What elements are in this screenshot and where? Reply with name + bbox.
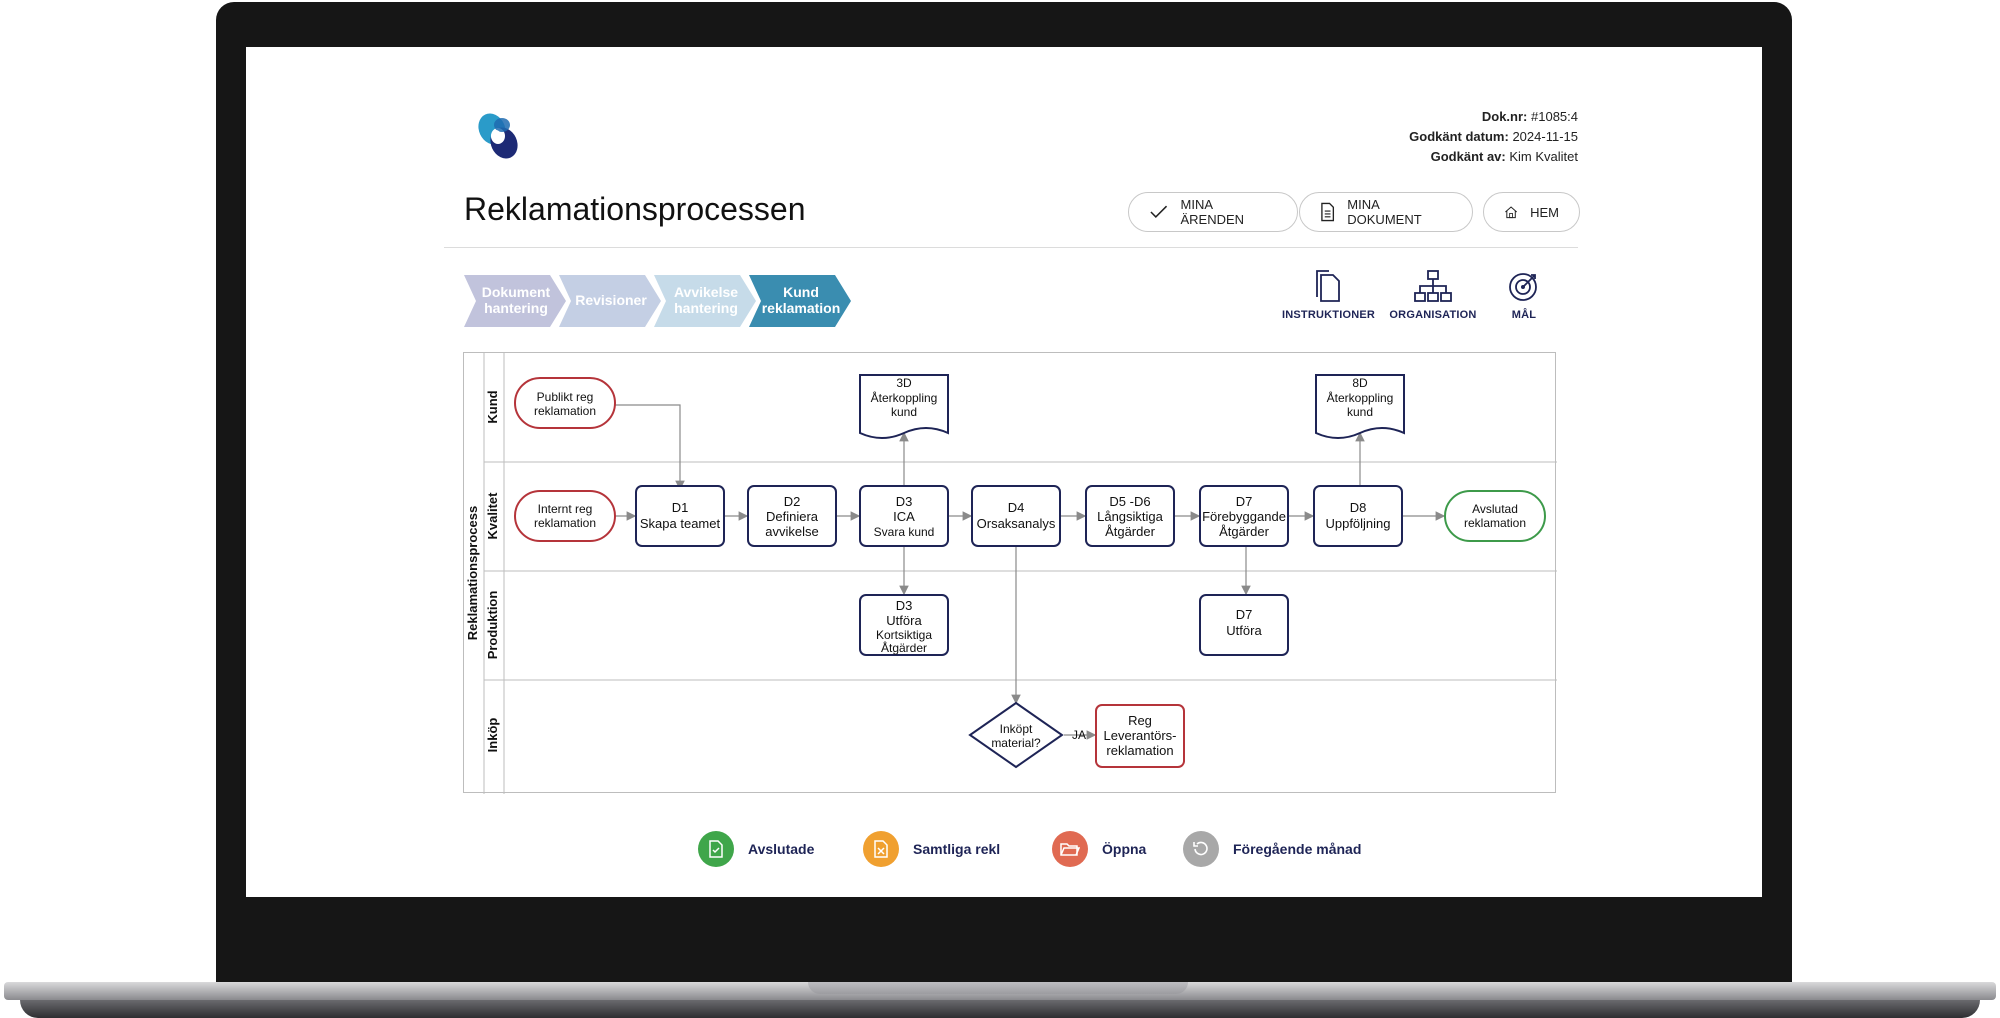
my-cases-label: MINA ÄRENDEN bbox=[1180, 197, 1245, 227]
purchased-material-decision[interactable] bbox=[968, 701, 1064, 769]
legend-all[interactable]: Samtliga rekl bbox=[863, 831, 1000, 867]
step-d1[interactable] bbox=[635, 485, 725, 547]
process-diagram: Reklamationsprocess Kund Kvalitet Produk… bbox=[463, 352, 1557, 794]
doc-number: #1085:4 bbox=[1531, 109, 1578, 124]
process-diagram-canvas: Reklamationsprocess Kund Kvalitet Produk… bbox=[465, 353, 1557, 794]
approved-by-label: Godkänt av: bbox=[1430, 149, 1506, 164]
document-icon bbox=[1321, 202, 1335, 222]
breadcrumb-label-line1: Kund bbox=[783, 284, 819, 300]
step-d4[interactable] bbox=[971, 485, 1061, 547]
approved-by: Kim Kvalitet bbox=[1509, 149, 1578, 164]
internal-registration-event[interactable] bbox=[514, 490, 616, 542]
legend-open[interactable]: Öppna bbox=[1052, 831, 1146, 867]
breadcrumb-label-line1: Dokument bbox=[481, 284, 551, 300]
goals-label: MÅL bbox=[1511, 309, 1537, 321]
check-icon bbox=[1150, 205, 1168, 218]
my-documents-button[interactable]: MINA DOKUMENT bbox=[1299, 192, 1473, 232]
public-registration-event[interactable] bbox=[514, 377, 616, 429]
lane-label-inkop: Inköp bbox=[485, 718, 500, 753]
breadcrumb-label-line2: reklamation bbox=[761, 300, 841, 316]
my-documents-label: MINA DOKUMENT bbox=[1347, 197, 1422, 227]
pool-label: Reklamationsprocess bbox=[465, 506, 480, 640]
step-d5-d6[interactable] bbox=[1085, 485, 1175, 547]
target-icon bbox=[1509, 273, 1537, 301]
copy-documents-icon bbox=[1316, 270, 1340, 302]
legend-all-label: Samtliga rekl bbox=[913, 841, 1001, 857]
excel-document-icon bbox=[863, 831, 899, 867]
history-icon bbox=[1183, 831, 1219, 867]
my-cases-button[interactable]: MINA ÄRENDEN bbox=[1128, 192, 1298, 232]
organisation-label: ORGANISATION bbox=[1389, 309, 1477, 321]
instructions-link[interactable]: INSTRUKTIONER bbox=[1282, 269, 1376, 321]
approved-date-label: Godkänt datum: bbox=[1409, 129, 1509, 144]
app-screen: Dok.nr: #1085:4 Godkänt datum: 2024-11-1… bbox=[246, 47, 1762, 897]
lane-label-kund: Kund bbox=[485, 390, 500, 423]
legend-closed-label: Avslutade bbox=[748, 841, 815, 857]
document-meta: Dok.nr: #1085:4 Godkänt datum: 2024-11-1… bbox=[1409, 107, 1578, 167]
feedback-3d-document[interactable] bbox=[859, 374, 949, 439]
company-logo[interactable] bbox=[474, 111, 522, 168]
breadcrumb-label-line1: Avvikelse bbox=[673, 284, 739, 300]
organisation-link[interactable]: ORGANISATION bbox=[1388, 269, 1478, 321]
doc-number-label: Dok.nr: bbox=[1481, 109, 1528, 124]
header-divider bbox=[444, 247, 1578, 248]
decision-yes-label: JA bbox=[1072, 728, 1086, 742]
laptop-notch bbox=[808, 982, 1188, 994]
breadcrumb-label-line2: hantering bbox=[674, 300, 738, 316]
laptop-foot bbox=[20, 1000, 1980, 1018]
closed-complaint-event[interactable] bbox=[1444, 490, 1546, 542]
breadcrumb-label-line2: hantering bbox=[484, 300, 548, 316]
step-d3[interactable] bbox=[859, 485, 949, 547]
legend-previous-month-label: Föregående månad bbox=[1233, 841, 1362, 857]
legend-previous-month[interactable]: Föregående månad bbox=[1183, 831, 1361, 867]
goals-link[interactable]: MÅL bbox=[1499, 269, 1549, 321]
step-d7[interactable] bbox=[1199, 485, 1289, 547]
lane-label-kvalitet: Kvalitet bbox=[485, 492, 500, 540]
home-button[interactable]: HEM bbox=[1483, 192, 1580, 232]
breadcrumb-label-line1: Revisioner bbox=[575, 292, 647, 308]
closed-document-icon bbox=[698, 831, 734, 867]
step-d3-production[interactable] bbox=[859, 594, 949, 656]
step-d8[interactable] bbox=[1313, 485, 1403, 547]
open-folder-icon bbox=[1052, 831, 1088, 867]
org-chart-icon bbox=[1414, 270, 1452, 302]
instructions-label: INSTRUKTIONER bbox=[1282, 309, 1376, 321]
step-d7-production[interactable] bbox=[1199, 594, 1289, 656]
home-label: HEM bbox=[1530, 204, 1559, 220]
approved-date-row: Godkänt datum: 2024-11-15 bbox=[1409, 127, 1578, 147]
approved-by-row: Godkänt av: Kim Kvalitet bbox=[1409, 147, 1578, 167]
step-d2[interactable] bbox=[747, 485, 837, 547]
logo-icon bbox=[478, 113, 518, 159]
supplier-complaint-step[interactable] bbox=[1095, 704, 1185, 768]
feedback-8d-document[interactable] bbox=[1315, 374, 1405, 439]
legend-open-label: Öppna bbox=[1102, 841, 1147, 857]
breadcrumb-revisions[interactable]: Revisioner bbox=[559, 275, 663, 332]
page-title: Reklamationsprocessen bbox=[464, 191, 806, 227]
lane-label-produktion: Produktion bbox=[485, 591, 500, 660]
home-icon bbox=[1505, 206, 1518, 219]
approved-date: 2024-11-15 bbox=[1512, 129, 1578, 144]
doc-number-row: Dok.nr: #1085:4 bbox=[1409, 107, 1578, 127]
legend-closed[interactable]: Avslutade bbox=[698, 831, 814, 867]
